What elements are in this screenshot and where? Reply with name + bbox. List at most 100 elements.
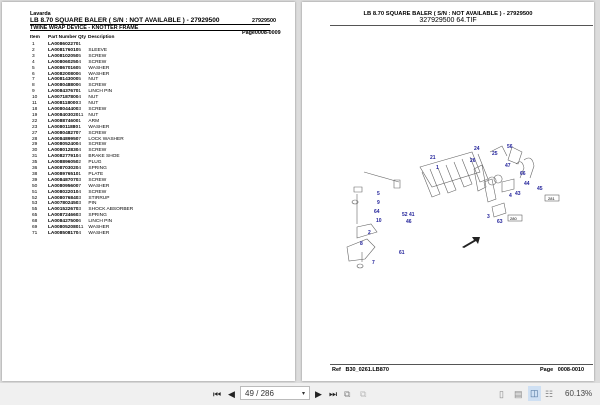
part-number: LA008703020: [48, 166, 79, 172]
facing-view-icon[interactable]: ◫: [528, 386, 541, 401]
description: SHOCK ABSORBER: [88, 207, 134, 213]
part-number: LA008487070: [48, 177, 79, 183]
footer-page: Page 0008-0010: [540, 367, 584, 373]
continuous-facing-view-icon[interactable]: ☷: [545, 389, 554, 399]
zoom-level[interactable]: 60.13%: [565, 389, 593, 398]
description: SPRING: [88, 213, 107, 219]
continuous-view-icon[interactable]: ▤: [514, 389, 523, 399]
ref-value: B30_0261.LB870: [345, 367, 389, 373]
part-number: LA008012830: [48, 148, 79, 154]
description: LINCH PIN: [88, 89, 113, 95]
part-number: LA008277910: [48, 154, 79, 160]
callout-26: 26: [470, 158, 476, 164]
item-number: 22: [32, 118, 38, 124]
ref-box-281[interactable]: 281: [544, 194, 560, 202]
col-item: Item: [30, 35, 40, 40]
col-part: Part Number: [48, 35, 77, 40]
item-number: 4: [32, 59, 35, 65]
item-number: 71: [32, 231, 38, 236]
description: LOCK WASHER: [88, 136, 124, 142]
description: SCREW: [88, 106, 107, 112]
single-page-view-icon[interactable]: ▯: [499, 389, 504, 399]
part-number: LA008095600: [48, 183, 79, 189]
item-number: 50: [32, 183, 38, 189]
description: WASHER: [88, 225, 110, 231]
item-number: 39: [32, 177, 38, 183]
chevron-down-icon[interactable]: ▾: [301, 391, 305, 397]
viewer-toolbar: ⏮ ◀ 49 / 286▾ ▶ ⏭ ⧉ ⧉ ▯ ▤ ◫ ☷ 60.13%: [0, 383, 600, 405]
callout-8: 8: [360, 241, 363, 247]
page-number-input[interactable]: 49 / 286▾: [240, 386, 310, 400]
quantity: 11: [78, 225, 84, 231]
item-number: 18: [32, 106, 38, 112]
item-number: 7: [32, 77, 35, 83]
part-number: LA008011880: [48, 124, 79, 130]
left-page-ref: Page0008-0009: [242, 30, 281, 36]
exploded-diagram: 21 1 24 25 26 47 56 66 44 45 43 4 3 63 5…: [346, 144, 560, 269]
callout-43: 43: [515, 191, 521, 197]
page-label: Page: [540, 367, 554, 373]
first-page-button[interactable]: ⏮: [213, 389, 222, 399]
part-number: LA008896050: [48, 160, 79, 166]
quantity: 1: [78, 171, 82, 177]
callout-7: 7: [372, 260, 375, 266]
item-number: 52: [32, 195, 38, 201]
prev-page-button[interactable]: ◀: [228, 389, 235, 399]
description: PLATE: [88, 171, 104, 177]
item-number: 29: [32, 142, 38, 148]
col-qty: Qty: [78, 35, 86, 40]
description: SCREW: [88, 83, 107, 89]
description: WASHER: [88, 71, 110, 77]
quantity: 5: [78, 47, 82, 53]
description: SPRING: [88, 166, 107, 172]
part-number: LA001522670: [48, 207, 79, 213]
description: ARM: [88, 118, 100, 124]
callout-46: 46: [406, 219, 412, 225]
ref-box-280[interactable]: 280: [507, 214, 523, 222]
part-number: LA008489950: [48, 136, 79, 142]
description: SCREW: [88, 130, 107, 136]
item-number: 2: [32, 47, 35, 53]
next-page-button[interactable]: ▶: [315, 389, 322, 399]
quantity: 4: [78, 142, 82, 148]
quantity: 3: [78, 213, 82, 219]
part-number: LA008874600: [48, 118, 79, 124]
description: SCREW: [88, 59, 107, 65]
quantity: 4: [78, 154, 82, 160]
quantity: 3: [78, 177, 82, 183]
quantity: 1: [78, 118, 82, 124]
item-number: 19: [32, 112, 38, 118]
section-title: TWINE WRAP DEVICE - KNOTTER FRAME: [30, 25, 139, 31]
col-desc: Description: [88, 35, 115, 40]
description: SCREW: [88, 53, 107, 59]
divider: [330, 364, 593, 365]
brand: Lavarda: [30, 11, 51, 17]
description: NUT: [88, 77, 99, 83]
callout-2: 2: [368, 230, 371, 236]
previous-view-icon[interactable]: ⧉: [344, 389, 351, 399]
description: WASHER: [88, 65, 110, 71]
last-page-button[interactable]: ⏭: [329, 389, 338, 399]
item-number: 1: [32, 42, 35, 47]
description: WASHER: [88, 183, 110, 189]
part-number: LA008044400: [48, 106, 79, 112]
quantity: 3: [78, 106, 82, 112]
quantity: 4: [78, 59, 82, 65]
description: WASHER: [88, 124, 110, 130]
next-view-icon[interactable]: ⧉: [360, 389, 367, 399]
description: SCREW: [88, 177, 107, 183]
